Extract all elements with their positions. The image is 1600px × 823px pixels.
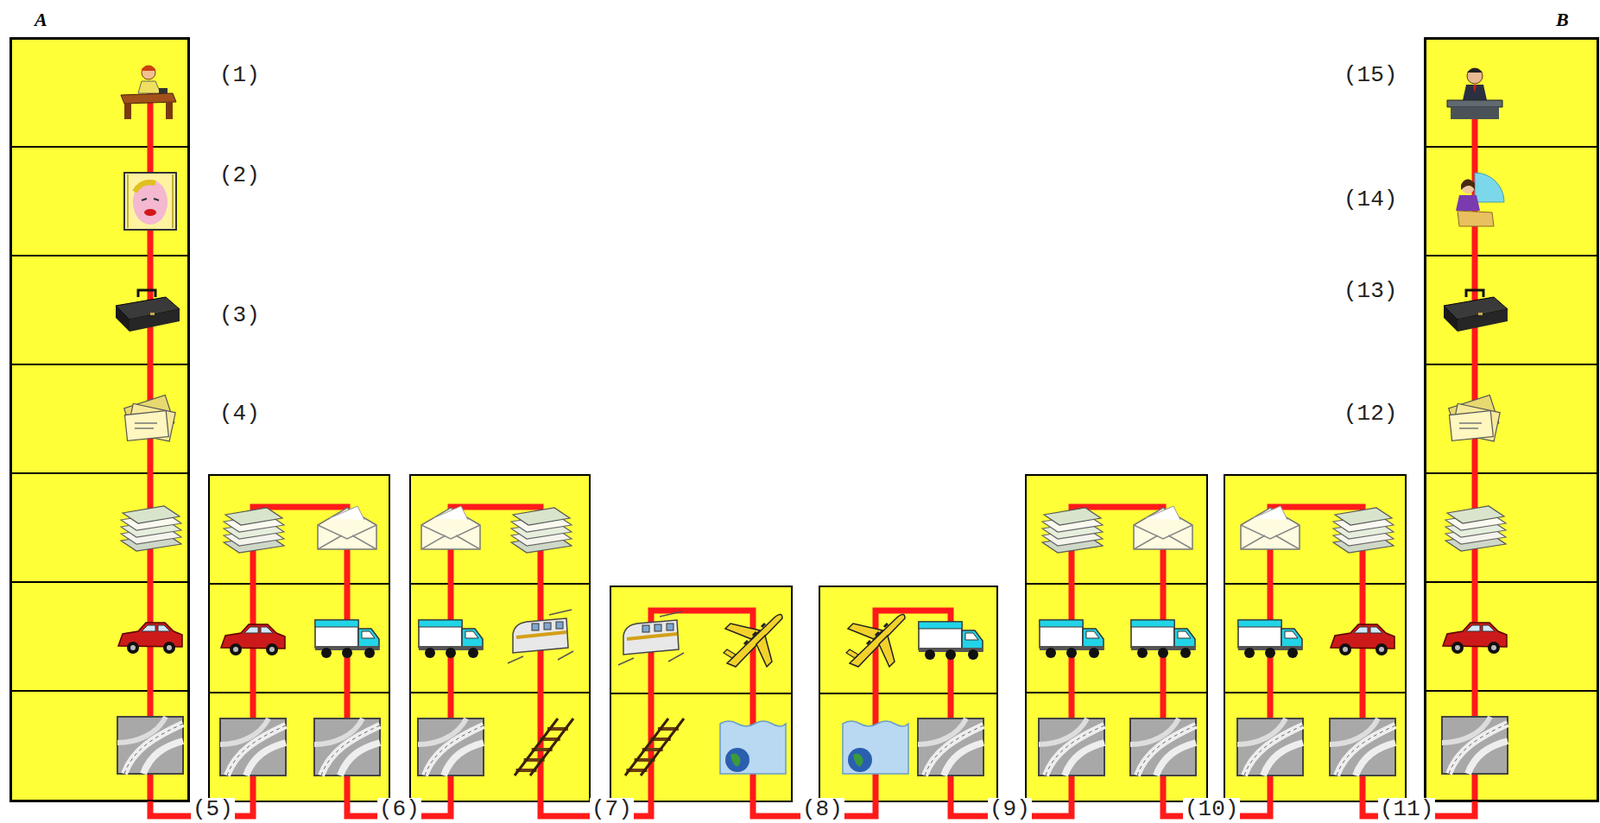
station-letter: A bbox=[34, 8, 48, 32]
road-icon bbox=[417, 718, 484, 776]
station-letter: B bbox=[1555, 8, 1569, 32]
secretary-icon bbox=[124, 172, 177, 230]
road-icon bbox=[220, 718, 286, 776]
callout-number: (6) bbox=[377, 797, 422, 821]
road-icon bbox=[917, 718, 984, 776]
road-icon bbox=[117, 716, 184, 774]
layer-stack: B bbox=[1424, 37, 1599, 802]
secretary-icon bbox=[1455, 172, 1505, 227]
callout-number: (12) bbox=[1343, 402, 1398, 425]
callout-number: (8) bbox=[800, 797, 845, 821]
plane-icon bbox=[846, 613, 905, 667]
callout-number: (14) bbox=[1343, 188, 1398, 211]
mail-tray-icon bbox=[120, 505, 182, 551]
mail-tray-icon bbox=[223, 507, 285, 553]
message-route bbox=[150, 92, 1475, 816]
truck-icon bbox=[918, 621, 983, 660]
truck-icon bbox=[315, 619, 380, 658]
callout-number: (5) bbox=[190, 797, 235, 821]
letters-icon bbox=[1448, 394, 1500, 442]
boss-icon bbox=[120, 65, 177, 120]
callout-number: (7) bbox=[589, 797, 634, 821]
sea-icon bbox=[720, 720, 786, 774]
envelope-icon bbox=[1240, 505, 1300, 550]
car-icon bbox=[1330, 624, 1395, 656]
mail-tray-icon bbox=[1333, 507, 1394, 553]
envelope-icon bbox=[1133, 505, 1193, 550]
car-icon bbox=[118, 622, 183, 654]
envelope-icon bbox=[317, 505, 377, 550]
road-icon bbox=[1237, 718, 1303, 776]
mail-tray-icon bbox=[1042, 507, 1103, 553]
layer-icons bbox=[115, 65, 1508, 776]
rails-icon bbox=[514, 718, 574, 776]
callout-number: (9) bbox=[987, 797, 1032, 821]
car-icon bbox=[221, 624, 285, 656]
car-icon bbox=[1442, 622, 1507, 654]
callout-number: (10) bbox=[1182, 797, 1240, 821]
truck-icon bbox=[1131, 619, 1196, 658]
road-icon bbox=[1130, 718, 1196, 776]
callout-number: (4) bbox=[219, 402, 260, 425]
train-icon bbox=[507, 609, 574, 664]
briefcase-icon bbox=[1443, 290, 1508, 332]
sea-icon bbox=[842, 720, 909, 774]
truck-icon bbox=[1238, 619, 1303, 658]
envelope-icon bbox=[421, 505, 481, 550]
rails-icon bbox=[625, 718, 684, 776]
truck-icon bbox=[1039, 619, 1104, 658]
train-icon bbox=[618, 611, 684, 665]
road-icon bbox=[1329, 718, 1396, 776]
road-icon bbox=[1441, 716, 1508, 774]
callout-number: (11) bbox=[1378, 797, 1436, 821]
truck-icon bbox=[418, 619, 483, 658]
letters-icon bbox=[124, 394, 176, 442]
callout-number: (2) bbox=[219, 164, 260, 187]
road-icon bbox=[1038, 718, 1105, 776]
callout-number: (1) bbox=[219, 63, 260, 87]
mail-tray-icon bbox=[1445, 505, 1506, 551]
plane-icon bbox=[723, 613, 783, 667]
layer-stack: A bbox=[10, 37, 190, 802]
callout-number: (3) bbox=[219, 303, 260, 327]
callout-number: (13) bbox=[1343, 279, 1398, 303]
mail-tray-icon bbox=[511, 507, 572, 553]
callout-number: (15) bbox=[1343, 63, 1398, 87]
road-icon bbox=[314, 718, 380, 776]
manager-icon bbox=[1447, 68, 1503, 120]
briefcase-icon bbox=[115, 290, 180, 332]
